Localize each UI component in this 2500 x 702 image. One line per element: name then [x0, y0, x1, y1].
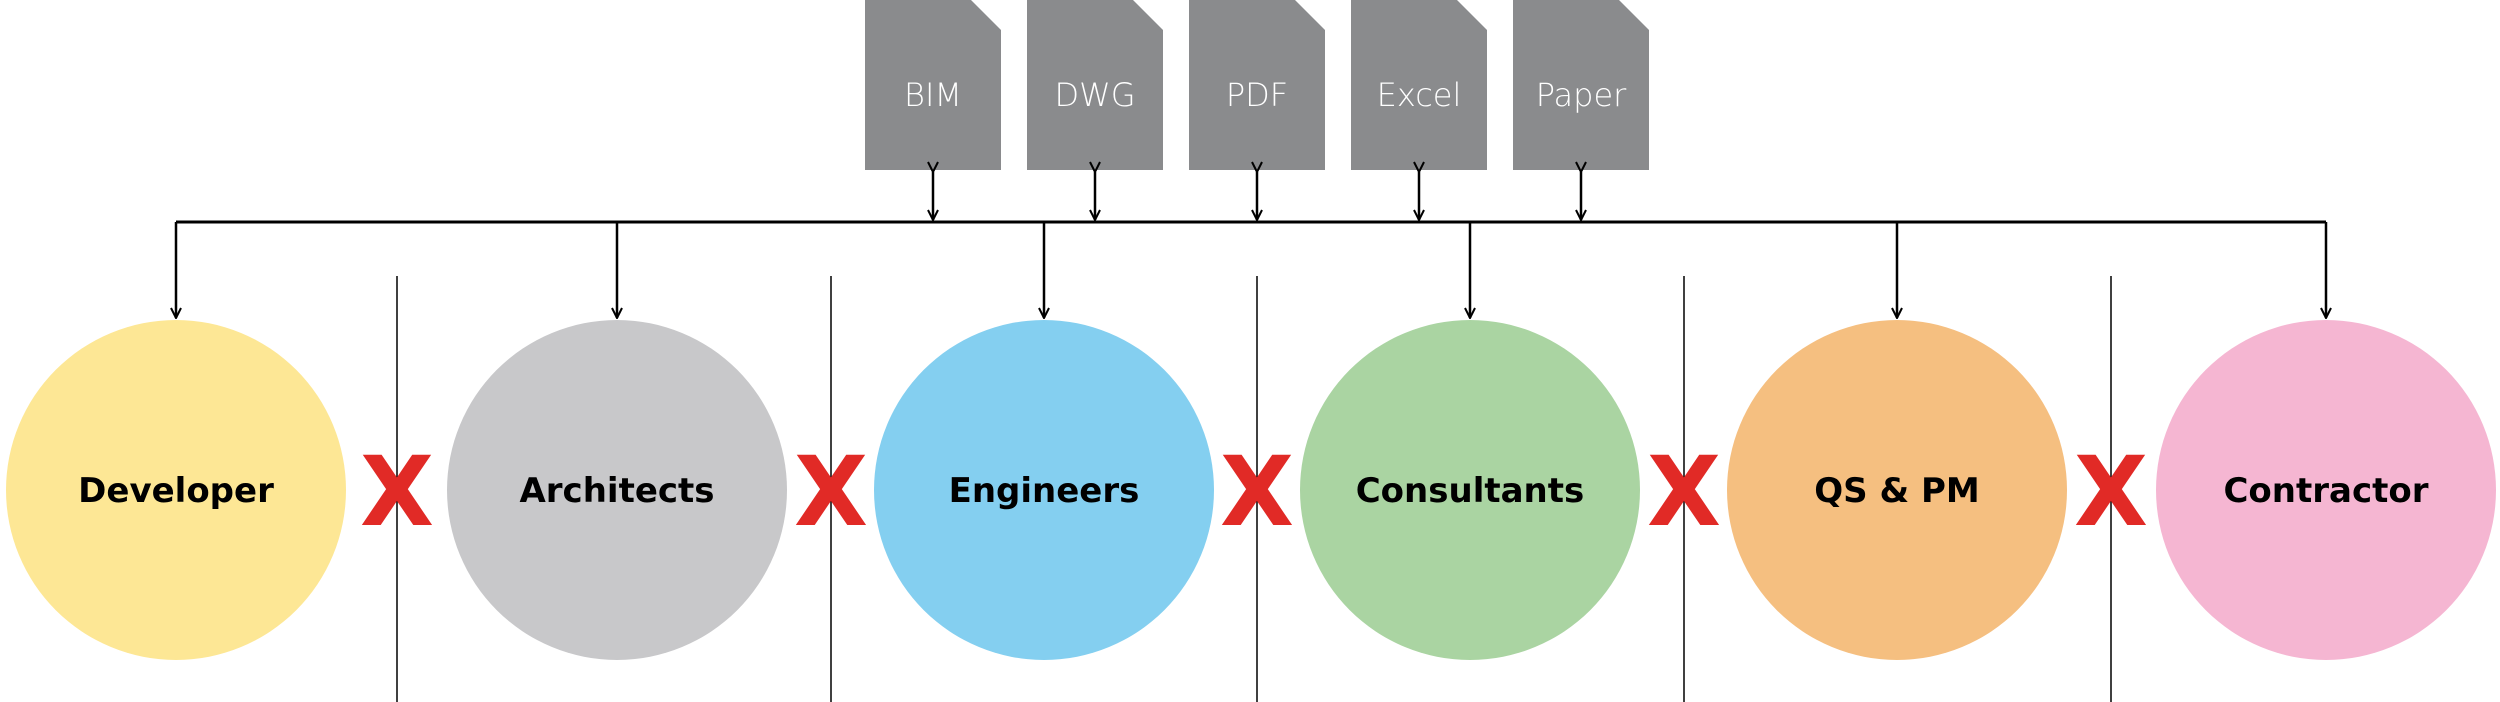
- party-consultants: Consultants: [1300, 222, 1640, 660]
- party-circle: [6, 320, 346, 660]
- party-dividers: [396, 276, 2112, 702]
- document-label: Excel: [1377, 76, 1462, 114]
- document-dwg: DWG: [1027, 0, 1163, 170]
- exchange-bus: [176, 172, 2326, 224]
- party-contractor: Contractor: [2156, 222, 2496, 660]
- document-shape: [1513, 0, 1649, 170]
- party-label: Consultants: [1356, 471, 1585, 511]
- parties: Developer Architects Engineers Consultants Q…: [6, 222, 2496, 660]
- party-qs-and-pm: QS & PM: [1727, 222, 2067, 660]
- party-label: Developer: [78, 471, 274, 511]
- party-label: Contractor: [2223, 471, 2428, 511]
- party-label: Engineers: [949, 471, 1140, 511]
- document-label: Paper: [1536, 76, 1627, 114]
- document-excel: Excel: [1351, 0, 1487, 170]
- party-engineers: Engineers: [874, 222, 1214, 660]
- document-paper: Paper: [1513, 0, 1649, 170]
- document-shape: [1189, 0, 1325, 170]
- party-circle: [2156, 320, 2496, 660]
- separator-x-mark: X: [360, 436, 434, 548]
- document-shape: [1027, 0, 1163, 170]
- party-circle: [447, 320, 787, 660]
- separator-x-mark: X: [1220, 436, 1294, 548]
- party-developer: Developer: [6, 222, 346, 660]
- separator-x-mark: X: [2074, 436, 2148, 548]
- document-label: BIM: [904, 76, 962, 114]
- party-circle: [1727, 320, 2067, 660]
- separator-x-mark: X: [794, 436, 868, 548]
- separator-x-mark: X: [1647, 436, 1721, 548]
- document-formats: BIM DWG PDF Excel Paper: [865, 0, 1649, 170]
- party-label: QS & PM: [1814, 471, 1979, 511]
- document-label: DWG: [1054, 76, 1135, 114]
- document-shape: [865, 0, 1001, 170]
- document-pdf: PDF: [1189, 0, 1325, 170]
- document-shape: [1351, 0, 1487, 170]
- party-architects: Architects: [447, 222, 787, 660]
- party-label: Architects: [519, 471, 714, 511]
- party-circle: [874, 320, 1214, 660]
- document-label: PDF: [1226, 76, 1288, 114]
- party-circle: [1300, 320, 1640, 660]
- document-bim: BIM: [865, 0, 1001, 170]
